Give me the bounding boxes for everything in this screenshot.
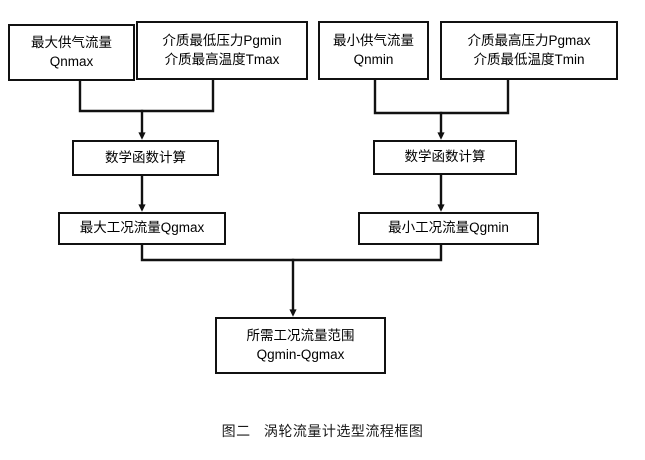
node-math-function-calculation-right-label: 数学函数计算: [404, 149, 486, 165]
node-max-supply-flow-line2: Qnmax: [49, 53, 94, 69]
node-max-working-flow: 最大工况流量Qgmax: [58, 212, 226, 245]
node-max-working-flow-label: 最大工况流量Qgmax: [79, 220, 205, 236]
node-min-working-flow: 最小工况流量Qgmin: [358, 212, 539, 245]
node-min-supply-flow-line1: 最小供气流量: [333, 33, 414, 49]
node-min-supply-flow: 最小供气流量 Qnmin: [318, 21, 429, 80]
node-max-pressure-min-temp: 介质最高压力Pgmax 介质最低温度Tmin: [440, 21, 618, 80]
node-min-pressure-max-temp-line2: 介质最高温度Tmax: [164, 51, 280, 67]
node-max-supply-flow-line1: 最大供气流量: [31, 35, 112, 51]
node-min-working-flow-label: 最小工况流量Qgmin: [388, 220, 509, 236]
edge-bottom-merge-bracket: [140, 243, 443, 262]
node-min-pressure-max-temp-line1: 介质最低压力Pgmin: [162, 33, 282, 49]
figure-caption: 图二 涡轮流量计选型流程框图: [221, 423, 424, 439]
node-required-flow-range-line1: 所需工况流量范围: [246, 328, 355, 344]
node-max-pressure-min-temp-line1: 介质最高压力Pgmax: [467, 33, 591, 49]
node-required-flow-range-line2: Qgmin-Qgmax: [256, 346, 345, 362]
node-min-pressure-max-temp: 介质最低压力Pgmin 介质最高温度Tmax: [136, 21, 308, 80]
edge-right-merge-bracket: [373, 78, 510, 115]
node-math-function-calculation-right: 数学函数计算: [373, 140, 517, 175]
node-math-function-calculation-left: 数学函数计算: [72, 140, 219, 176]
node-max-pressure-min-temp-line2: 介质最低温度Tmin: [473, 51, 585, 67]
edge-left-merge-bracket: [78, 78, 215, 113]
node-max-supply-flow: 最大供气流量 Qnmax: [8, 24, 135, 81]
node-required-flow-range: 所需工况流量范围 Qgmin-Qgmax: [215, 317, 386, 374]
node-min-supply-flow-line2: Qnmin: [353, 51, 394, 67]
node-math-function-calculation-left-label: 数学函数计算: [105, 149, 186, 165]
